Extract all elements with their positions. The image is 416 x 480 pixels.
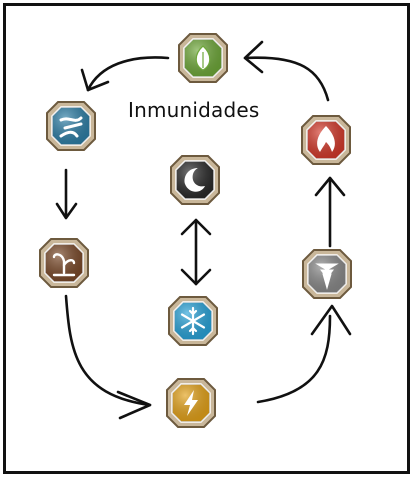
lightning-icon bbox=[184, 390, 198, 416]
arrowhead-metal bbox=[310, 304, 352, 336]
node-fire bbox=[301, 115, 351, 165]
arrowhead-grass-to-wind bbox=[80, 68, 110, 92]
node-wind bbox=[46, 101, 96, 151]
node-electric bbox=[166, 378, 216, 428]
wind-icon bbox=[59, 116, 83, 138]
node-grass bbox=[178, 33, 228, 83]
edge-grass-to-wind bbox=[86, 56, 170, 92]
diagram-title: Inmunidades bbox=[128, 98, 260, 122]
arrowhead-earth-to-electric bbox=[116, 390, 152, 420]
snowflake-icon bbox=[180, 306, 206, 336]
sprout-icon bbox=[52, 253, 76, 277]
arrowhead-grass bbox=[243, 40, 264, 74]
leaf-icon bbox=[195, 45, 211, 71]
node-dark bbox=[170, 155, 220, 205]
moon-icon bbox=[184, 168, 205, 192]
drill-icon bbox=[315, 263, 339, 290]
node-earth bbox=[39, 238, 89, 288]
arrowhead-fire bbox=[314, 176, 346, 197]
arrowhead-ice bbox=[180, 268, 212, 286]
arrowhead-dark bbox=[180, 218, 212, 236]
flame-icon bbox=[317, 126, 335, 152]
arrowhead-wind-to-earth bbox=[55, 202, 78, 220]
edge-earth-to-electric bbox=[64, 294, 152, 407]
edge-electric-to-metal bbox=[256, 314, 332, 404]
edge-fire-to-grass bbox=[243, 56, 330, 102]
node-metal bbox=[302, 249, 352, 299]
node-ice bbox=[168, 296, 218, 346]
